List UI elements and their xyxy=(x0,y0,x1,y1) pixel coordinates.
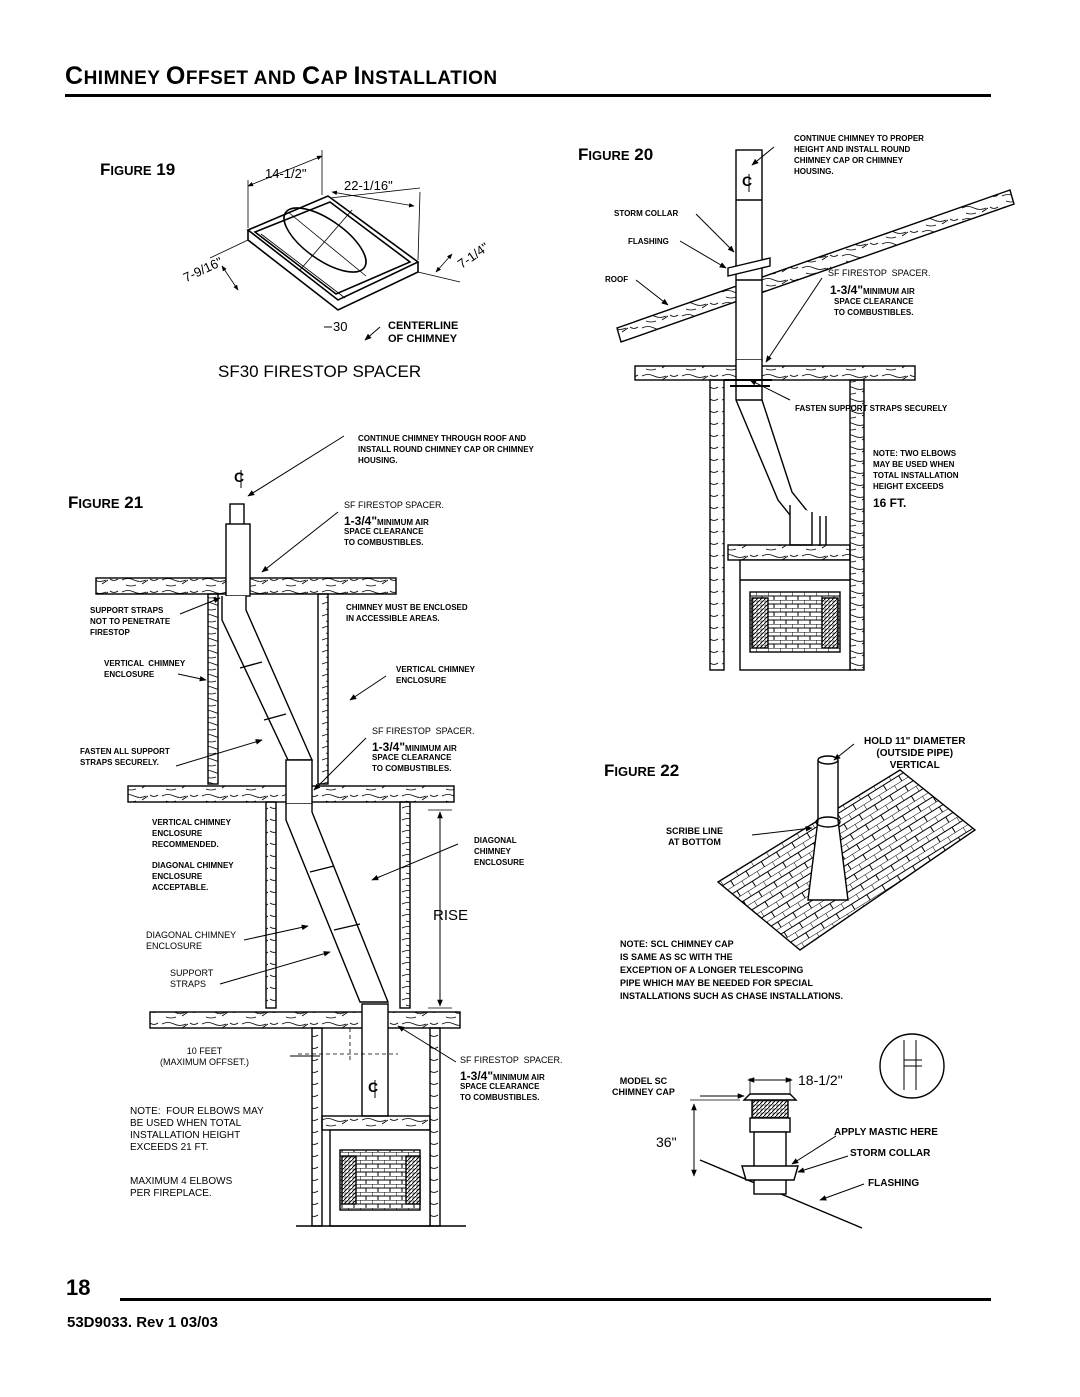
fig22-scl-note: NOTE: SCL CHIMNEY CAP IS SAME AS SC WITH… xyxy=(620,939,843,1001)
fig20-two-elbows-note: NOTE: TWO ELBOWS MAY BE USED WHEN TOTAL … xyxy=(873,449,959,491)
fig20-clearance: 1-3/4"MINIMUM AIR xyxy=(830,283,915,297)
fig21-fasten-all: FASTEN ALL SUPPORT STRAPS SECURELY. xyxy=(80,747,170,767)
fig20-centerline-symbol: C xyxy=(742,173,752,189)
fig22-mastic-label: APPLY MASTIC HERE xyxy=(834,1127,938,1138)
fig21-continue-note: CONTINUE CHIMNEY THROUGH ROOF AND INSTAL… xyxy=(358,434,534,465)
fig21-dce-acceptable: DIAGONAL CHIMNEY ENCLOSURE ACCEPTABLE. xyxy=(152,861,234,892)
fig21-diagonal-enclosure: DIAGONAL CHIMNEY ENCLOSURE xyxy=(474,836,525,867)
title-rule xyxy=(65,94,991,97)
fig21-clearance-3: 1-3/4"MINIMUM AIR xyxy=(460,1069,545,1083)
fig21-support-straps: SUPPORT STRAPS NOT TO PENETRATE FIRESTOP xyxy=(90,606,171,637)
fig21-vce-left: VERTICAL CHIMNEY ENCLOSURE xyxy=(104,659,186,679)
fig21-spacer-3: SF FIRESTOP SPACER. xyxy=(460,1055,563,1065)
fig21-four-elbows-note: NOTE: FOUR ELBOWS MAY BE USED WHEN TOTAL… xyxy=(130,1106,264,1153)
fig20-label: FIGURE 20 xyxy=(578,145,654,164)
fig19-dim-a: 14-1/2" xyxy=(265,166,307,181)
fig21-offset-label: 10 FEET (MAXIMUM OFFSET.) xyxy=(160,1046,249,1067)
fig19-label: FIGURE 19 xyxy=(100,160,176,179)
fig22-dim-height: 36" xyxy=(656,1134,677,1150)
fig19-dim-b: 22-1/16" xyxy=(344,178,393,193)
fig22-scribe-line: SCRIBE LINE AT BOTTOM xyxy=(666,826,724,847)
fig22-storm-collar: STORM COLLAR xyxy=(850,1148,931,1159)
fig22-model-label: MODEL SC CHIMNEY CAP xyxy=(612,1076,675,1097)
fig22-flashing: FLASHING xyxy=(868,1178,920,1189)
fig22-drawing xyxy=(690,743,977,1229)
fig19-centerline-label: CENTERLINE OF CHIMNEY xyxy=(388,320,459,345)
fig22-label: FIGURE 22 xyxy=(604,761,680,780)
fig20-height-value: 16 FT. xyxy=(873,496,907,510)
fig21-diagonal-enclosure-2: DIAGONAL CHIMNEY ENCLOSURE xyxy=(146,930,237,951)
page-number: 18 xyxy=(66,1275,91,1300)
fig21-spacer-2: SF FIRESTOP SPACER. xyxy=(372,726,475,736)
fig22-hold-note: HOLD 11" DIAMETER (OUTSIDE PIPE) VERTICA… xyxy=(864,736,966,771)
fig21-label: FIGURE 21 xyxy=(68,493,144,512)
fig20-flashing: FLASHING xyxy=(628,237,669,246)
fig20-storm-collar: STORM COLLAR xyxy=(614,209,679,218)
fig21-clearance-detail-3: SPACE CLEARANCE TO COMBUSTIBLES. xyxy=(460,1082,540,1102)
footer-rule xyxy=(120,1298,991,1301)
fig21-vce-recommended: VERTICAL CHIMNEY ENCLOSURE RECOMMENDED. xyxy=(152,818,231,849)
fig21-clearance-1: 1-3/4"MINIMUM AIR xyxy=(344,514,429,528)
fig21-clearance-2: 1-3/4"MINIMUM AIR xyxy=(372,740,457,754)
fig21-drawing xyxy=(95,435,466,1227)
fig22-dim-width: 18-1/2" xyxy=(798,1072,843,1088)
fig19-caption: SF30 FIRESTOP SPACER xyxy=(218,362,422,381)
fig21-spacer-1: SF FIRESTOP SPACER. xyxy=(344,500,445,510)
fig20-continue-note: CONTINUE CHIMNEY TO PROPER HEIGHT AND IN… xyxy=(794,134,924,176)
fig21-centerline-symbol-top: C xyxy=(234,469,244,485)
fig21-rise-label: RISE xyxy=(433,907,469,924)
page-title: CHIMNEY OFFSET AND CAP INSTALLATION xyxy=(65,62,498,90)
fig20-spacer: SF FIRESTOP SPACER. xyxy=(828,268,931,278)
fig20-fasten-note: FASTEN SUPPORT STRAPS SECURELY xyxy=(795,404,948,413)
fig21-max-elbows-note: MAXIMUM 4 ELBOWS PER FIREPLACE. xyxy=(130,1176,233,1199)
fig21-clearance-detail-2: SPACE CLEARANCE TO COMBUSTIBLES. xyxy=(372,753,452,773)
document-number: 53D9033. Rev 1 03/03 xyxy=(67,1314,218,1331)
fig21-clearance-detail-1: SPACE CLEARANCE TO COMBUSTIBLES. xyxy=(344,527,424,547)
fig20-clearance-detail: SPACE CLEARANCE TO COMBUSTIBLES. xyxy=(834,297,914,317)
fig21-support-straps-2: SUPPORT STRAPS xyxy=(170,968,214,989)
fig21-centerline-symbol-bottom: C xyxy=(368,1079,378,1095)
fig19-part-number: 30 xyxy=(333,319,348,334)
fig20-roof: ROOF xyxy=(605,275,629,284)
fig21-enclosed-note: CHIMNEY MUST BE ENCLOSED IN ACCESSIBLE A… xyxy=(346,603,468,623)
fig21-vce-right: VERTICAL CHIMNEY ENCLOSURE xyxy=(396,665,475,685)
fig19-spacer-drawing xyxy=(209,150,461,341)
